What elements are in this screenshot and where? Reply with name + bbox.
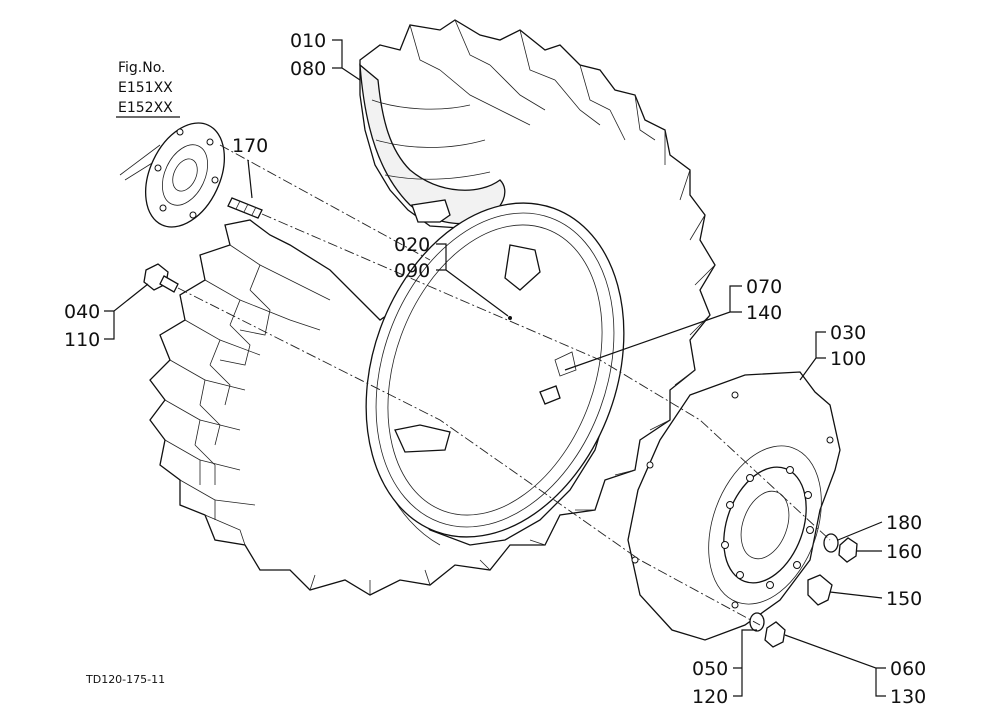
leader-lines xyxy=(104,39,886,697)
hex-nut-icon xyxy=(764,621,786,648)
svg-text:080: 080 xyxy=(290,58,326,80)
hub-flange xyxy=(119,122,225,228)
callout-170: 170 xyxy=(232,135,268,157)
washer-icon xyxy=(823,533,839,553)
callout-070: 070 140 xyxy=(746,276,782,324)
bolt-icon xyxy=(807,574,833,606)
svg-text:040: 040 xyxy=(64,301,100,323)
svg-text:070: 070 xyxy=(746,276,782,298)
rim-center-mark xyxy=(508,316,512,320)
assembly-lines xyxy=(177,144,831,626)
hardware xyxy=(749,533,858,648)
valve-stem-icon xyxy=(539,385,561,405)
svg-text:090: 090 xyxy=(394,260,430,282)
svg-text:120: 120 xyxy=(692,686,728,708)
callout-180: 180 xyxy=(886,512,922,534)
figure-ref-code-1: E151XX xyxy=(118,80,173,96)
callout-020: 020 090 xyxy=(394,234,430,282)
hex-nut-icon xyxy=(838,537,858,563)
svg-text:020: 020 xyxy=(394,234,430,256)
svg-text:010: 010 xyxy=(290,30,326,52)
svg-text:060: 060 xyxy=(890,658,926,680)
svg-text:140: 140 xyxy=(746,302,782,324)
svg-text:130: 130 xyxy=(890,686,926,708)
svg-text:030: 030 xyxy=(830,322,866,344)
wheel-disc xyxy=(627,371,841,641)
callout-150: 150 xyxy=(886,588,922,610)
figure-ref-code-2: E152XX xyxy=(118,100,173,116)
svg-text:050: 050 xyxy=(692,658,728,680)
callout-060: 060 130 xyxy=(890,658,926,708)
svg-text:110: 110 xyxy=(64,329,100,351)
svg-text:100: 100 xyxy=(830,348,866,370)
drawing-code: TD120-175-11 xyxy=(85,673,165,686)
figure-reference: Fig.No. E151XX E152XX xyxy=(116,60,180,118)
callout-160: 160 xyxy=(886,541,922,563)
hex-bolt-icon xyxy=(143,263,179,293)
callout-010: 010 080 xyxy=(290,30,326,80)
callout-040: 040 110 xyxy=(64,301,100,351)
callout-050: 050 120 xyxy=(692,658,728,708)
stud-bolt-icon xyxy=(227,197,263,219)
figure-ref-title: Fig.No. xyxy=(118,60,166,76)
washer-icon xyxy=(749,612,765,632)
tire xyxy=(149,19,716,596)
callout-030: 030 100 xyxy=(830,322,866,370)
